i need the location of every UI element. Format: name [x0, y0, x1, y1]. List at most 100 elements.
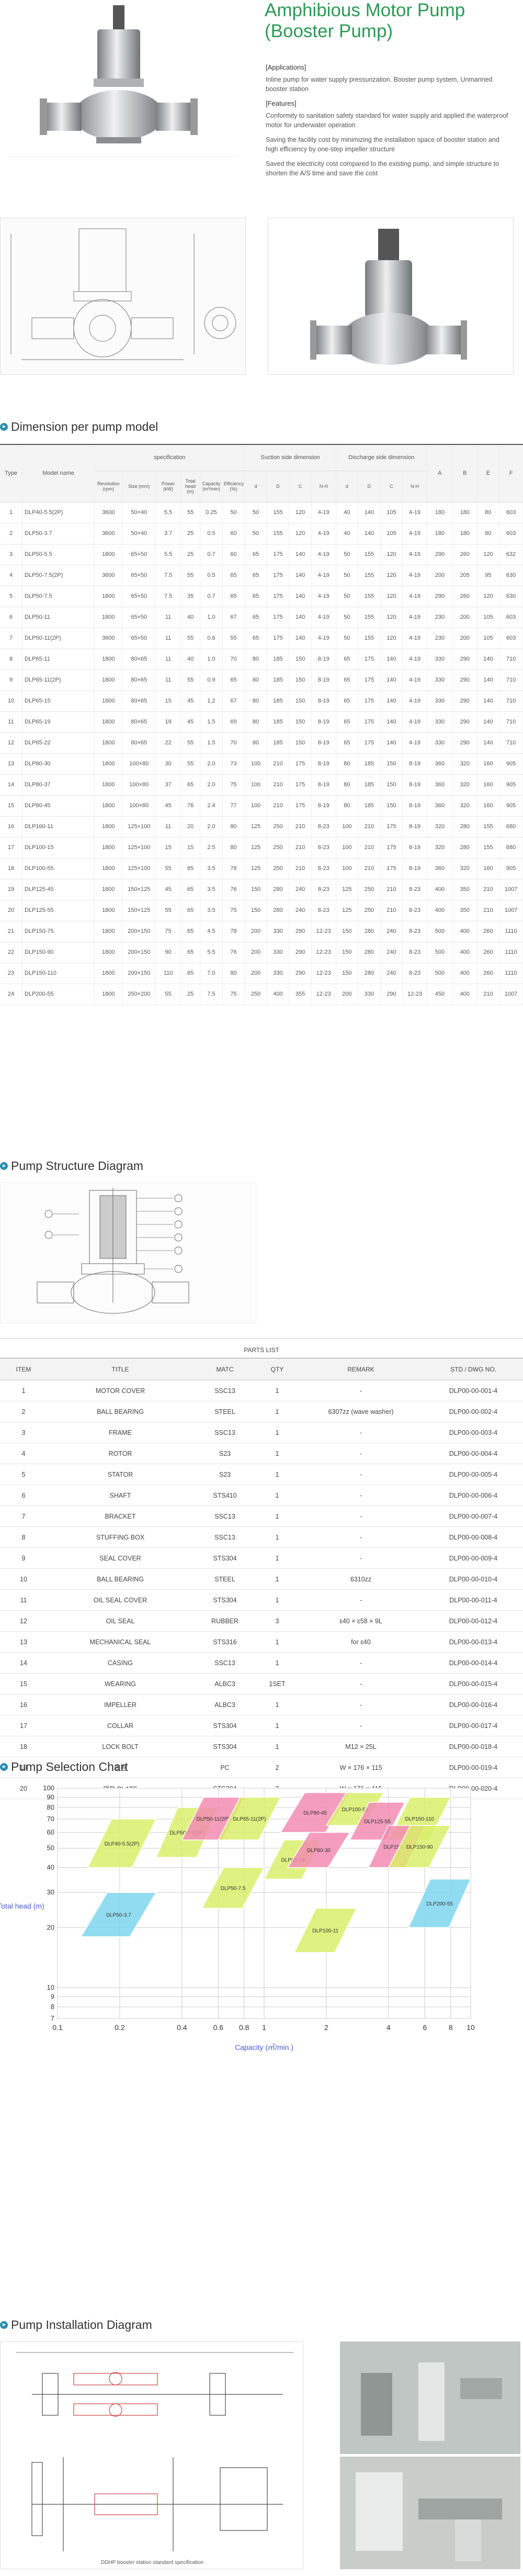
- table-cell: 10: [0, 690, 23, 712]
- table-cell: 6: [0, 607, 23, 628]
- table-cell: 210: [358, 816, 381, 838]
- table-cell: 1800: [94, 586, 123, 607]
- table-cell: STS304: [194, 1547, 256, 1569]
- table-cell: 1: [256, 1380, 298, 1401]
- col-suction: Suction side dimension: [244, 444, 336, 471]
- table-cell: 100: [244, 774, 267, 796]
- table-cell: 185: [267, 670, 290, 691]
- region-label: DLP50-7.5: [221, 1886, 246, 1891]
- table-cell: 50: [222, 502, 245, 523]
- table-cell: 180: [427, 502, 453, 523]
- table-cell: 4-19: [402, 607, 427, 628]
- x-tick-label: 0.6: [213, 2023, 224, 2032]
- table-cell: 8-23: [311, 837, 336, 858]
- dim-subheader-cell: Size (mm): [122, 471, 156, 503]
- table-cell: DLP00-00-002-4: [424, 1401, 523, 1422]
- table-cell: 77: [222, 795, 245, 817]
- table-cell: 65: [222, 586, 245, 607]
- table-cell: 330: [427, 670, 453, 691]
- bullet-icon: [0, 1162, 8, 1170]
- parts-header-cell: MATC: [194, 1358, 256, 1380]
- intro-text: [Applications] Inline pump for water sup…: [266, 63, 511, 183]
- region-label: DLP100-11: [312, 1928, 338, 1934]
- table-cell: 2.4: [200, 795, 223, 817]
- table-cell: 55: [155, 900, 181, 921]
- table-cell: 205: [452, 565, 477, 586]
- table-cell: ROTOR: [47, 1443, 194, 1464]
- table-cell: 8-19: [311, 670, 336, 691]
- region-label: DLP40-5.5(2P): [105, 1841, 140, 1847]
- parts-caption: PARTS LIST: [0, 1338, 523, 1358]
- table-cell: 15: [155, 837, 181, 858]
- table-cell: 710: [499, 732, 523, 754]
- col-e: E: [477, 444, 500, 503]
- table-cell: 140: [380, 711, 403, 733]
- table-cell: 8-23: [311, 879, 336, 900]
- table-cell: 250: [267, 837, 290, 858]
- table-cell: 175: [267, 544, 290, 565]
- table-cell: 210: [267, 753, 290, 775]
- table-cell: 290: [427, 544, 453, 565]
- table-cell: 4-19: [311, 502, 336, 523]
- table-cell: 8-19: [311, 711, 336, 733]
- table-cell: DLP00-00-018-4: [424, 1736, 523, 1757]
- dim-subheader-cell: Revolution (rpm): [94, 471, 123, 503]
- table-cell: 65: [336, 690, 359, 712]
- section-title-text: Dimension per pump model: [11, 419, 158, 433]
- y-tick-label: 8: [51, 2003, 54, 2011]
- table-cell: 6: [0, 1485, 47, 1506]
- table-cell: -: [298, 1694, 424, 1715]
- table-cell: DLP00-00-015-4: [424, 1673, 523, 1694]
- table-cell: 155: [267, 502, 290, 523]
- table-cell: 280: [452, 816, 477, 838]
- table-cell: 240: [380, 942, 403, 963]
- table-cell: 8-23: [311, 858, 336, 879]
- table-cell: 4-19: [311, 586, 336, 607]
- table-cell: 260: [452, 586, 477, 607]
- table-cell: 210: [289, 816, 312, 838]
- table-cell: 400: [452, 963, 477, 984]
- table-cell: -: [298, 1422, 424, 1443]
- table-cell: -: [298, 1443, 424, 1464]
- table-cell: 65: [222, 565, 245, 586]
- table-cell: 100: [336, 816, 359, 838]
- table-cell: 9: [0, 670, 23, 691]
- table-cell: 4-19: [402, 711, 427, 733]
- table-cell: 175: [380, 816, 403, 838]
- table-cell: 65: [336, 649, 359, 670]
- table-cell: 75: [222, 984, 245, 1005]
- table-cell: 1800: [94, 984, 123, 1005]
- table-cell: 155: [358, 565, 381, 586]
- table-cell: 80×65: [122, 670, 156, 691]
- table-cell: -: [298, 1547, 424, 1569]
- table-cell: 210: [289, 837, 312, 858]
- table-cell: 69: [222, 711, 245, 733]
- table-cell: DLP00-00-014-4: [424, 1652, 523, 1674]
- table-cell: OIL SEAL: [47, 1610, 194, 1632]
- table-cell: 0.5: [200, 523, 223, 544]
- table-cell: -: [298, 1526, 424, 1548]
- table-cell: 35: [180, 586, 201, 607]
- table-cell: 160: [477, 753, 500, 775]
- parts-header-cell: ITEM: [0, 1358, 47, 1380]
- table-cell: 18: [0, 1736, 47, 1757]
- table-cell: 1800: [94, 711, 123, 733]
- table-cell: 8-23: [402, 921, 427, 942]
- table-cell: 80×65: [122, 649, 156, 670]
- table-cell: 55: [180, 565, 201, 586]
- col-model: Model name: [22, 444, 95, 503]
- table-cell: 4-19: [402, 670, 427, 691]
- table-cell: 1: [256, 1547, 298, 1569]
- table-cell: MECHANICAL SEAL: [47, 1631, 194, 1653]
- table-cell: 185: [267, 732, 290, 754]
- table-cell: 330: [267, 963, 290, 984]
- table-cell: 120: [477, 544, 500, 565]
- table-cell: 3.5: [200, 900, 223, 921]
- table-cell: 150: [336, 921, 359, 942]
